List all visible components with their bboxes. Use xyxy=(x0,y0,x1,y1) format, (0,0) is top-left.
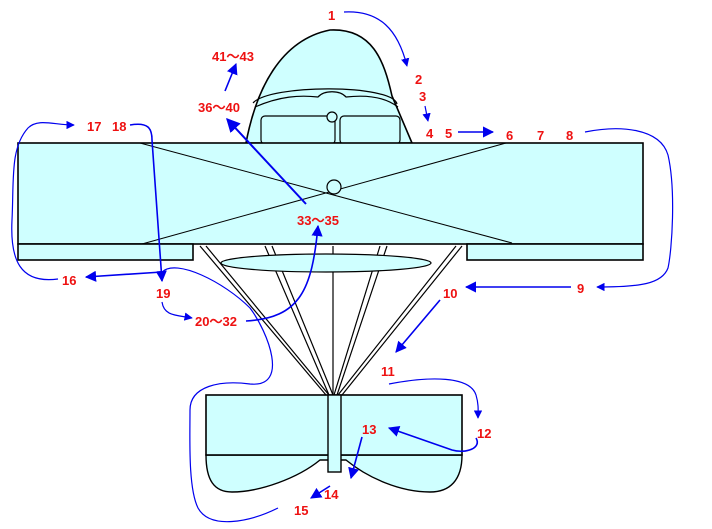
step-2-label: 2 xyxy=(415,72,422,87)
tail-assembly xyxy=(205,394,463,493)
step-16-label: 16 xyxy=(62,273,76,288)
step-8-label: 8 xyxy=(566,128,573,143)
tail-fin xyxy=(205,454,463,493)
step-9-label: 9 xyxy=(577,281,584,296)
assembly-route xyxy=(11,11,674,523)
step-19-label: 19 xyxy=(156,286,170,301)
step-14-label: 14 xyxy=(324,487,339,502)
left-window xyxy=(260,115,336,145)
step-11-label: 11 xyxy=(381,364,395,379)
steps-36-40-label: 36～40 xyxy=(198,100,240,115)
cabin-canopy xyxy=(245,29,414,145)
step-1-label: 1 xyxy=(328,8,335,23)
right-aileron xyxy=(466,243,644,261)
ring-plate xyxy=(220,253,432,273)
step-17-label: 17 xyxy=(87,119,101,134)
steps-41-43-label: 41～43 xyxy=(212,49,254,64)
step-6-label: 6 xyxy=(506,128,513,143)
step-7-label: 7 xyxy=(537,128,544,143)
step-5-label: 5 xyxy=(445,126,452,141)
step-12-label: 12 xyxy=(477,426,491,441)
step-18-label: 18 xyxy=(112,119,126,134)
main-wing xyxy=(17,142,644,261)
steps-33-35-label: 33～35 xyxy=(297,213,339,228)
step-labels: 1 2 3 4 5 6 7 8 9 10 11 12 13 14 15 16 1… xyxy=(62,8,584,518)
steps-20-32-label: 20～32 xyxy=(195,314,237,329)
tail-boom xyxy=(327,394,342,473)
step-3-label: 3 xyxy=(419,89,426,104)
step-4-label: 4 xyxy=(426,126,434,141)
step-13-label: 13 xyxy=(362,422,376,437)
left-aileron xyxy=(17,243,194,261)
step-15-label: 15 xyxy=(294,503,308,518)
step-10-label: 10 xyxy=(443,286,457,301)
right-window xyxy=(339,115,401,145)
wing-center-hub xyxy=(326,179,342,195)
